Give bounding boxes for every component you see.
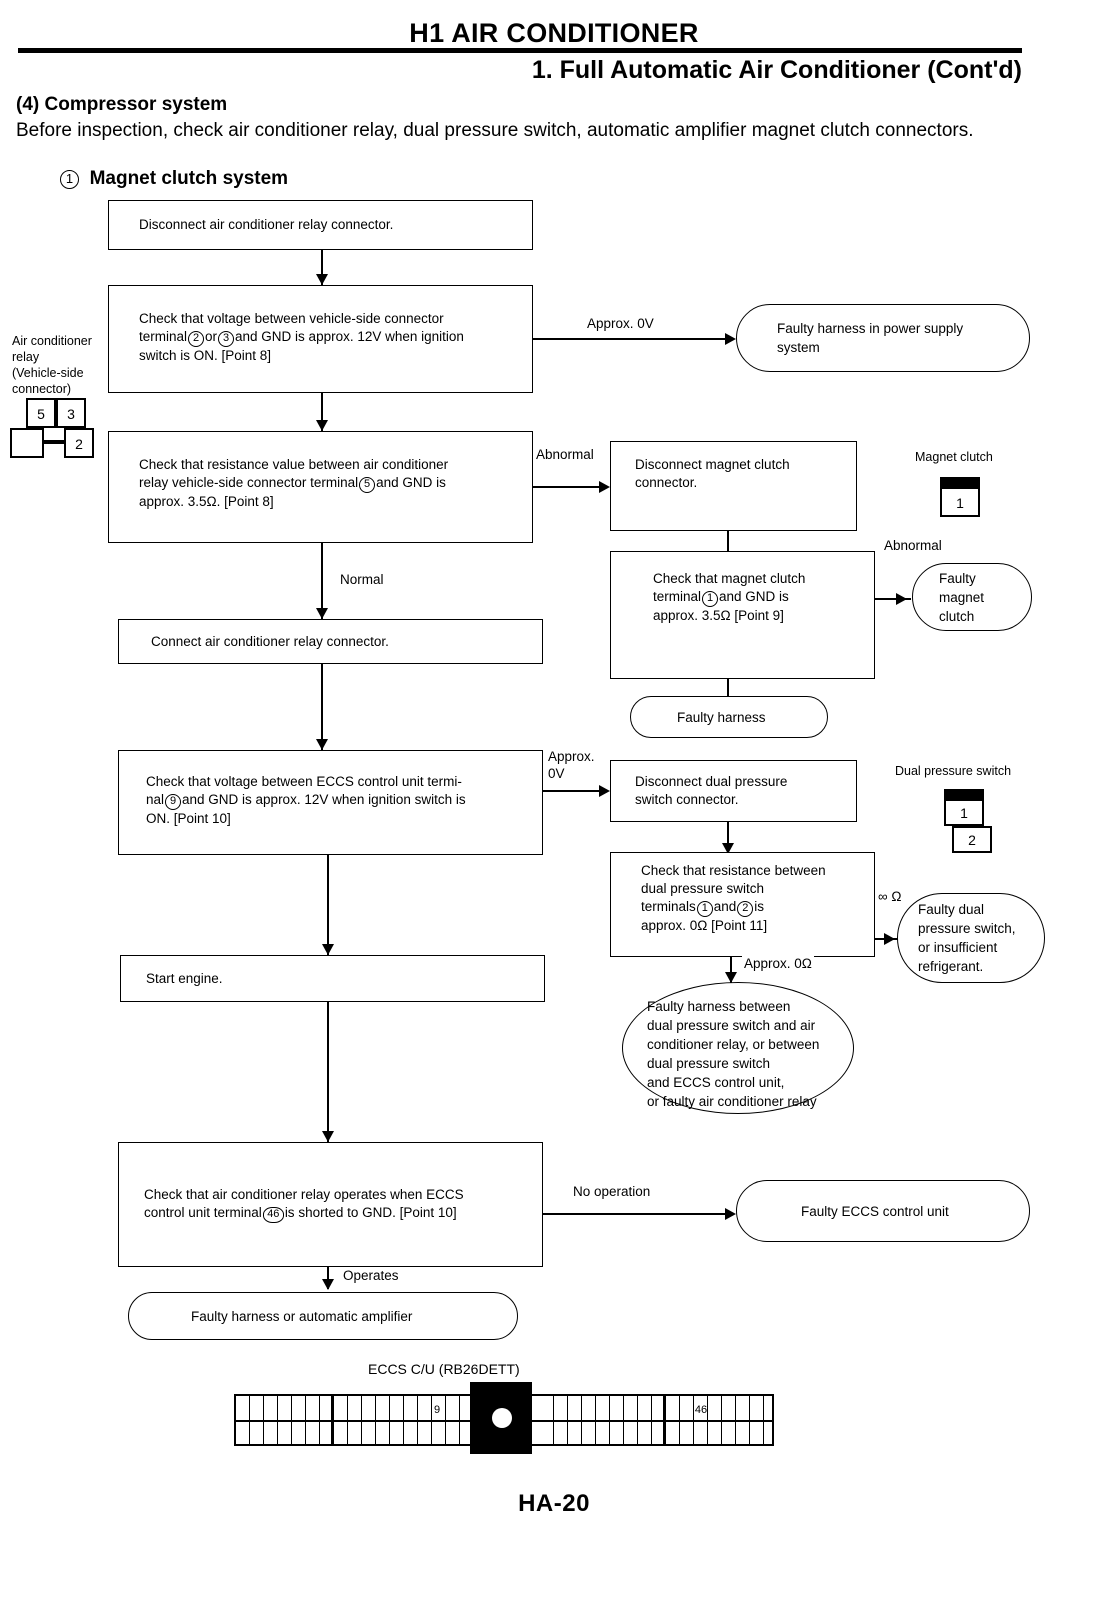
result-faulty-harness-1: Faulty harness [630,696,828,738]
step-start-engine: Start engine. [120,955,545,1002]
terminal-9-badge: 9 [165,794,182,810]
edge-r3-r4 [727,822,729,852]
arrow-b7-p7 [322,1279,334,1290]
page-number: HA-20 [518,1490,590,1517]
edge-label-abnormal-2: Abnormal [882,537,944,554]
result-faulty-eccs-control-unit: Faulty ECCS control unit [736,1180,1030,1242]
terminal-1-badge: 1 [702,591,719,607]
relay-pin-2: 2 [64,428,94,458]
result-faulty-harness-power-supply: Faulty harness in power supply system [736,304,1030,372]
arrow-b1-b2 [316,274,328,285]
terminal-46-badge: 46 [262,1207,284,1223]
arrow-b2-b3 [316,420,328,431]
edge-label-approx-0ohm: Approx. 0Ω [742,955,814,972]
magnet-clutch-pin-1: 1 [940,487,980,517]
result-faulty-dual-pressure-switch: Faulty dual pressure switch, or insuffic… [897,893,1045,983]
magnet-clutch-caption: Magnet clutch [915,450,993,464]
edge-label-infinite-ohm: ∞ Ω [876,888,904,905]
edge-r2-p3 [727,679,729,707]
step-check-dps-resistance: Check that resistance between dual press… [610,852,875,957]
relay-pin-5: 5 [26,398,56,428]
eccs-pin-label-9: 9 [433,1404,441,1416]
step-disconnect-relay: Disconnect air conditioner relay connect… [108,200,533,250]
step-check-voltage-relay: Check that voltage between vehicle-side … [108,285,533,393]
magnet-clutch-connector-bar [940,477,980,487]
relay-connector-caption: Air conditioner relay (Vehicle-side conn… [12,334,92,396]
edge-b5-r3 [543,790,605,792]
edge-label-abnormal-1: Abnormal [534,446,596,463]
step-check-resistance-relay: Check that resistance value between air … [108,431,533,543]
arrow-r3-r4 [722,843,734,854]
edge-label-approx-0v-2: Approx. 0V [546,748,610,782]
dps-pin-1: 1 [944,799,984,826]
terminal-3-badge: 3 [218,331,235,347]
arrow-b7-p6 [725,1208,736,1220]
step-connect-relay: Connect air conditioner relay connector. [118,619,543,664]
edge-label-approx-0v: Approx. 0V [585,315,656,332]
arrow-b5-r3 [599,785,610,797]
result-faulty-harness-between: Faulty harness between dual pressure swi… [622,982,854,1114]
result-faulty-magnet-clutch: Faulty magnet clutch [912,563,1032,631]
edge-b2-b3 [321,393,323,431]
step-disconnect-dual-pressure-switch: Disconnect dual pressure switch connecto… [610,760,857,822]
dps-terminal-2-badge: 2 [737,901,754,917]
relay-pin-bridge [44,440,66,444]
edge-b5-b6 [327,855,329,955]
dps-pin-2: 2 [952,826,992,853]
edge-r1-r2 [727,531,729,565]
eccs-connector-locator-dot [492,1408,512,1428]
edge-r4-p5 [730,957,732,983]
edge-b7-p7 [327,1267,329,1289]
subsection-heading: 1 Magnet clutch system [60,168,288,190]
edge-b4-b5 [321,664,323,750]
edge-b3-b4 [321,543,323,619]
step-check-relay-operates: Check that air conditioner relay operate… [118,1142,543,1267]
arrow-b4-b5 [316,739,328,750]
edge-b3-r1 [533,486,605,488]
edge-b7-p6 [543,1213,731,1215]
arrow-b3-b4 [316,608,328,619]
edge-b2-p1 [533,338,731,340]
terminal-5-badge: 5 [359,477,376,493]
page-subtitle: 1. Full Automatic Air Conditioner (Cont'… [531,56,1022,84]
relay-pin-3: 3 [56,398,86,428]
eccs-connector-caption: ECCS C/U (RB26DETT) [368,1361,520,1377]
terminal-2-badge: 2 [188,331,205,347]
edge-label-operates: Operates [341,1267,401,1284]
section-intro: Before inspection, check air conditioner… [16,120,974,141]
step-disconnect-magnet-clutch: Disconnect magnet clutch connector. [610,441,857,531]
step-check-eccs-voltage: Check that voltage between ECCS control … [118,750,543,855]
arrow-b6-b7 [322,1131,334,1142]
edge-b1-b2 [321,250,323,285]
relay-pin-blank [10,428,44,458]
edge-b6-b7 [327,1002,329,1142]
dual-pressure-switch-caption: Dual pressure switch [895,764,1012,778]
subsection-label: Magnet clutch system [89,168,289,189]
edge-label-no-operation: No operation [571,1183,653,1200]
eccs-pin-label-46: 46 [694,1404,708,1416]
arrow-b3-r1 [599,481,610,493]
edge-r2-p2 [875,598,911,600]
section-heading: (4) Compressor system [16,94,228,115]
arrow-b2-p1 [725,333,736,345]
dps-connector-bar [944,789,984,799]
result-faulty-harness-or-amplifier: Faulty harness or automatic amplifier [128,1292,518,1340]
page-title: H1 AIR CONDITIONER [409,18,699,48]
dps-terminal-1-badge: 1 [696,901,713,917]
arrow-r2-p2 [896,593,907,605]
arrow-r4-p4 [884,933,895,945]
arrow-r4-p5 [725,972,737,983]
edge-label-normal: Normal [338,571,386,588]
subsection-number: 1 [60,170,79,189]
header-rule [18,48,1022,53]
arrow-b5-b6 [322,944,334,955]
